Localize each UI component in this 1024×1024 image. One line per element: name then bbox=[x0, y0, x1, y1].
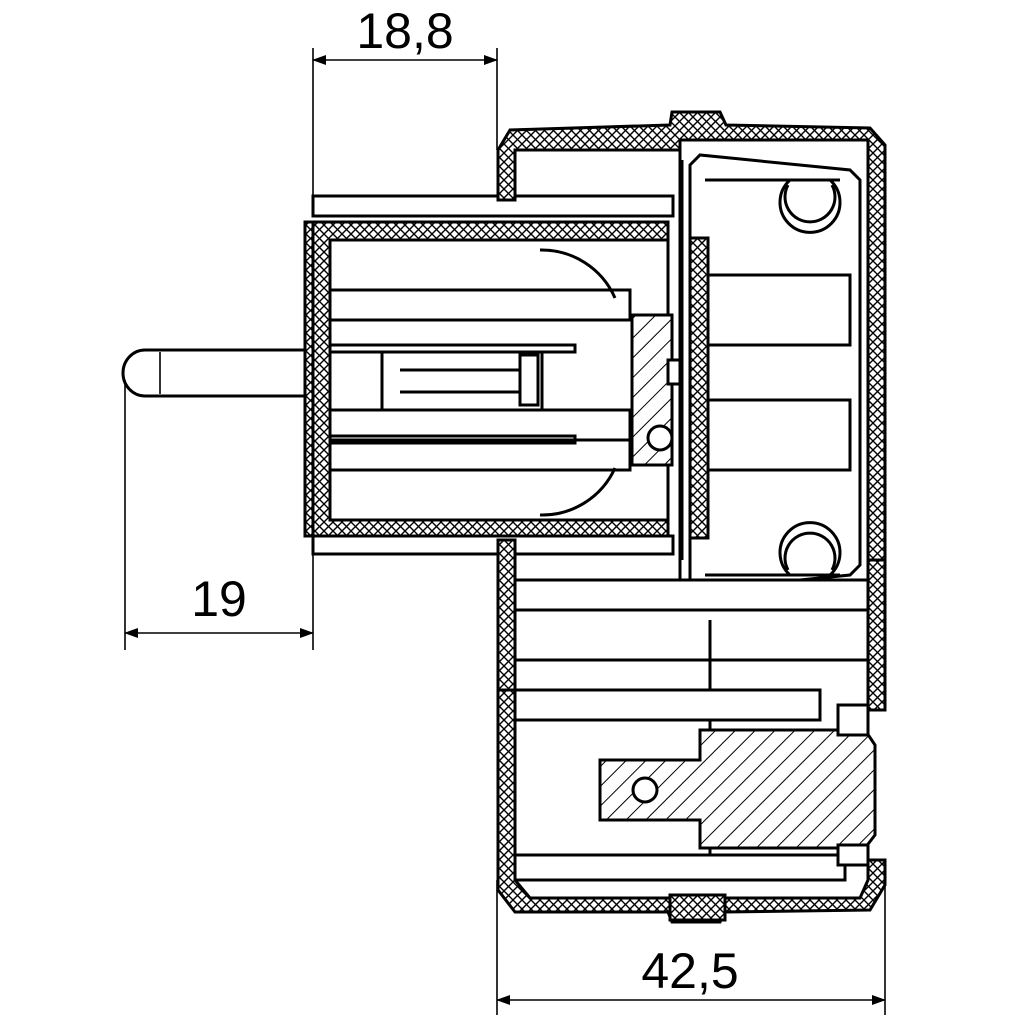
socket-contact-area bbox=[678, 138, 870, 612]
dimension-pin-length-label: 19 bbox=[191, 571, 247, 627]
dimension-top-width: 18,8 bbox=[312, 3, 498, 200]
lower-internal-section bbox=[513, 578, 877, 922]
dimension-body-width: 42,5 bbox=[496, 880, 886, 1015]
plug-pin bbox=[121, 348, 312, 398]
plug-barrel bbox=[303, 194, 692, 556]
dimension-pin-length: 19 bbox=[124, 380, 314, 650]
dimension-top-width-label: 18,8 bbox=[356, 3, 453, 59]
plug-housing bbox=[496, 110, 887, 924]
dimension-body-width-label: 42,5 bbox=[641, 943, 738, 999]
